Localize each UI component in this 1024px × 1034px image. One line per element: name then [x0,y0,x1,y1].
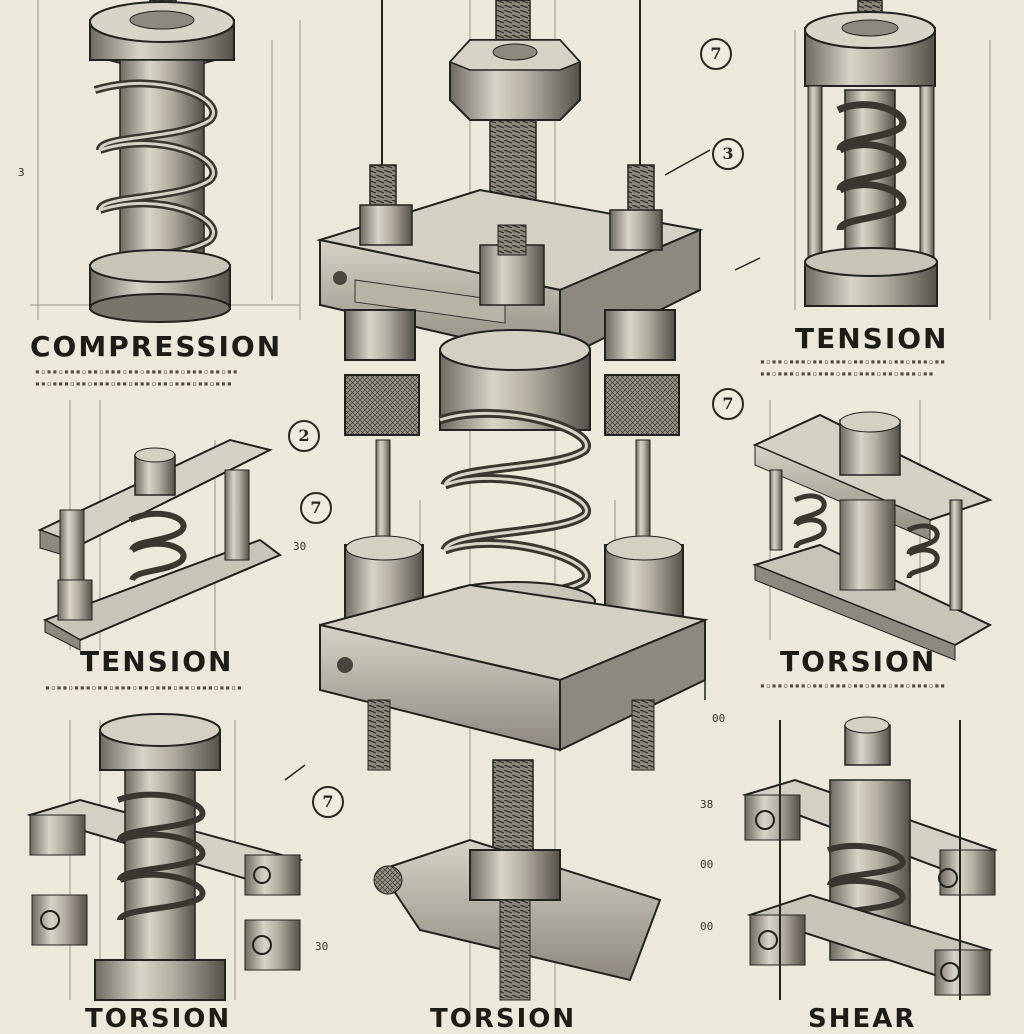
torsion-spring-icon [751,411,993,661]
plate-title-shear: SHEAR [808,1004,917,1034]
reference-marker: 7 [712,388,744,420]
dimension-callout: 3 [18,166,25,179]
dimension-callout: 00 [700,920,714,933]
compression-spring-icon [89,0,235,323]
caption-tension-mid-left: ▪▫▪▪▫▪▪▪▫▪▪▫▪▪▪▫▪▪▫▪▪▪▫▪▪▫▪▪▪▫▪▪▫▪ [45,683,243,692]
knurled-collar-left [344,309,424,626]
reference-marker: 2 [288,420,320,452]
torsion-spring-icon [26,713,304,1001]
torsion-spring-icon [373,838,662,1001]
plate-title-torsion-mid-right: TORSION [780,645,937,678]
bottom-plate [319,583,709,871]
reference-marker: 7 [300,492,332,524]
shear-rig-icon [741,716,998,1000]
dimension-callout: 30 [293,540,307,553]
plate-title-compression: COMPRESSION [30,330,283,363]
reference-marker: 3 [712,138,744,170]
caption-compression: ▪▫▪▪▫▪▪▪▫▪▪▫▪▪▪▫▪▪▫▪▪▪▫▪▪▫▪▪▪▫▪▪▫▪▪▪▪▫▪▪… [35,367,239,388]
plate-title-torsion-bottom-center: TORSION [430,1004,577,1034]
plate-title-tension-mid-left: TENSION [80,645,234,678]
dimension-callout: 00 [700,858,714,871]
hex-nut-icon [448,39,582,121]
top-plate [316,188,704,362]
reference-marker: 7 [312,786,344,818]
knurled-collar-right [604,309,684,626]
leader-arrows [284,149,761,781]
caption-tension-top-right: ▪▫▪▪▫▪▪▪▫▪▪▫▪▪▪▫▪▪▫▪▪▪▫▪▪▫▪▪▪▫▪▪▪▪▫▪▪▪▫▪… [760,357,947,378]
dimension-callout: 38 [700,798,714,811]
tension-spring-icon [804,0,938,307]
dimension-callout: 30 [315,940,329,953]
tension-spring-icon [37,438,282,651]
plate-title-tension-top-right: TENSION [795,322,949,355]
reference-marker: 7 [700,38,732,70]
plate-title-torsion-bottom-left: TORSION [85,1004,232,1034]
caption-torsion-mid-right: ▪▫▪▪▫▪▪▪▫▪▪▫▪▪▪▫▪▪▫▪▪▪▫▪▪▫▪▪▪▫▪▪ [760,681,947,690]
dimension-callout: 00 [712,712,726,725]
